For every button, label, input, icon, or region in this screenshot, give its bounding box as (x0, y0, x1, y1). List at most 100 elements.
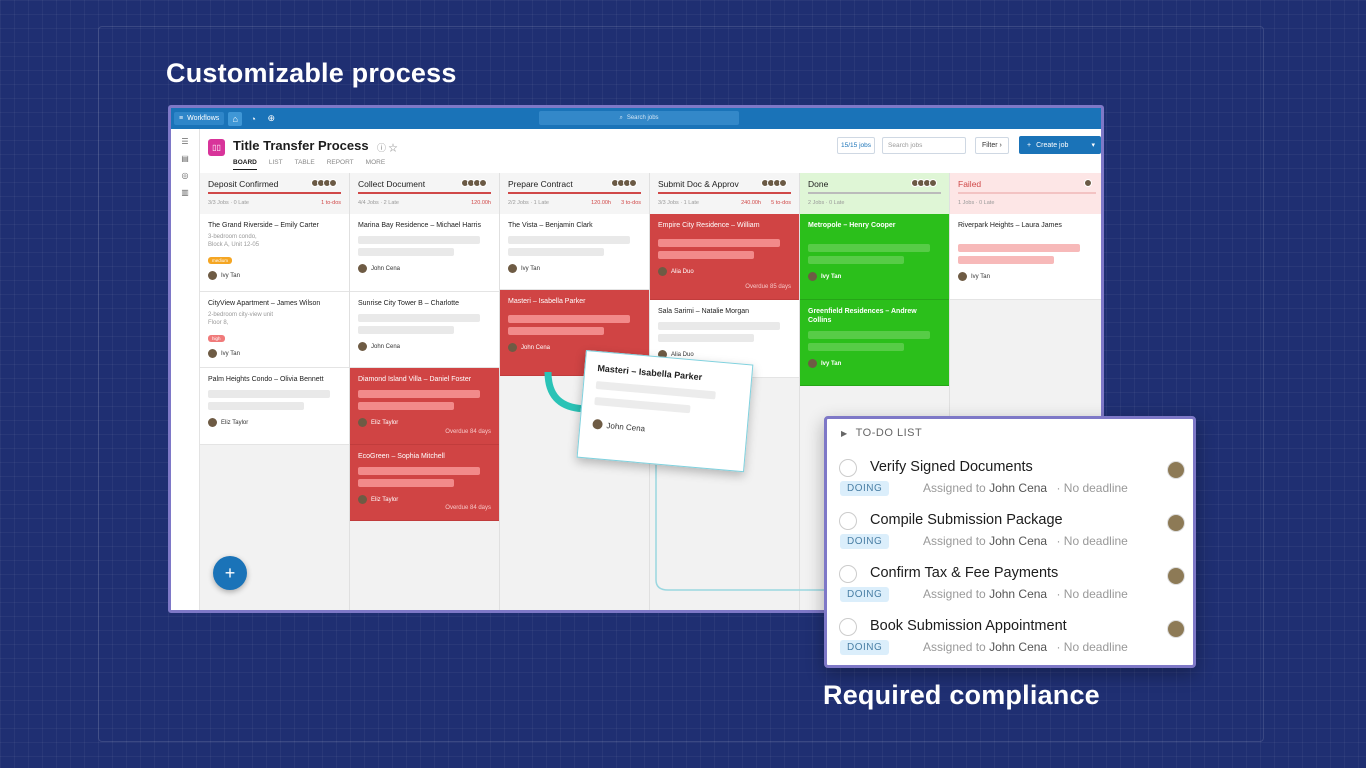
todo-checkbox[interactable] (839, 618, 857, 636)
card-assignee: John Cena (358, 342, 491, 351)
placeholder-line (358, 314, 480, 322)
avatar (958, 272, 967, 281)
todo-item[interactable]: Book Submission Appointment DOING Assign… (837, 614, 1189, 662)
column-header: Collect Document 4/4 Jobs · 2 Late 120.0… (350, 173, 499, 214)
jobs-count[interactable]: 15/15 jobs (837, 137, 875, 154)
placeholder-line (958, 244, 1080, 252)
todo-checkbox[interactable] (839, 565, 857, 583)
card-title: Greenfield Residences – Andrew Collins (808, 308, 917, 324)
status-badge: DOING (840, 587, 890, 602)
column-avatars (461, 179, 487, 187)
create-job-button[interactable]: +Create job▾ (1019, 136, 1101, 154)
avatar (1167, 567, 1185, 585)
tab-more[interactable]: MORE (365, 159, 386, 166)
job-card-done[interactable]: Greenfield Residences – Andrew Collins I… (800, 300, 949, 386)
home-icon[interactable]: ⌂ (228, 111, 243, 126)
placeholder-line (808, 244, 930, 252)
column-progress (658, 192, 791, 194)
column-todos: 5 to-dos (771, 200, 791, 206)
column-todos: 3 to-dos (621, 200, 641, 206)
tab-board[interactable]: BOARD (233, 159, 257, 170)
search-jobs-input[interactable]: Search jobs (882, 137, 966, 154)
column-name: Done (808, 179, 829, 189)
column-meta: 2/2 Jobs · 1 Late (508, 200, 549, 206)
workflows-menu[interactable]: ≡Workflows (174, 112, 225, 125)
add-icon[interactable]: ⊕ (267, 113, 276, 123)
dragged-card[interactable]: Masteri – Isabella Parker John Cena (576, 350, 754, 473)
card-assignee: Ivy Tan (508, 264, 641, 273)
clock-icon[interactable]: ◔ (250, 113, 256, 124)
todo-title: Verify Signed Documents (870, 459, 1033, 475)
avatar (808, 272, 817, 281)
check-icon[interactable]: ◎ (181, 171, 189, 180)
doc-icon[interactable]: ▤ (181, 154, 189, 163)
card-assignee: Alia Duo (658, 267, 791, 276)
placeholder-line (358, 479, 454, 487)
placeholder-line (508, 236, 630, 244)
job-card-failed[interactable]: Riverpark Heights – Laura James Ivy Tan (950, 214, 1101, 300)
column-progress (808, 192, 941, 194)
placeholder-line (658, 322, 780, 330)
chevron-down-icon[interactable]: ▾ (1091, 142, 1095, 149)
column-late-hours: 120.00h (591, 200, 611, 206)
placeholder-line (808, 343, 904, 351)
column-done: Done 2 Jobs · 0 Late Metropole – Henry C… (800, 173, 950, 610)
todo-checkbox[interactable] (839, 459, 857, 477)
avatar (358, 495, 367, 504)
tab-list[interactable]: LIST (268, 159, 283, 166)
placeholder-line (208, 402, 304, 410)
search-icon: ⌕ (619, 114, 623, 121)
list-icon[interactable]: ☰ (181, 137, 189, 146)
card-title: Metropole – Henry Cooper (808, 222, 896, 229)
column-progress (958, 192, 1096, 194)
placeholder-line (358, 402, 454, 410)
view-tabs: BOARD LIST TABLE REPORT MORE (233, 159, 385, 170)
todo-heading[interactable]: ▶TO-DO LIST (841, 427, 923, 439)
avatar (358, 342, 367, 351)
board-icon[interactable]: ▥ (181, 188, 189, 197)
plus-icon: + (1027, 141, 1032, 149)
job-card-overdue[interactable]: Empire City Residence – William Alia Duo… (650, 214, 799, 300)
card-assignee: Ivy Tan (208, 271, 341, 280)
card-title: Empire City Residence – William (658, 222, 760, 229)
column-header: Deposit Confirmed 3/3 Jobs · 0 Late 1 to… (200, 173, 349, 214)
status-badge: DOING (840, 534, 890, 549)
job-card[interactable]: Marina Bay Residence – Michael Harris Jo… (350, 214, 499, 292)
todo-item[interactable]: Confirm Tax & Fee Payments DOING Assigne… (837, 561, 1189, 609)
tab-table[interactable]: TABLE (294, 159, 315, 166)
todo-item[interactable]: Verify Signed Documents DOING Assigned t… (837, 455, 1189, 503)
card-sub: 3-bedroom condo, (208, 234, 257, 240)
avatar (208, 418, 217, 427)
job-card[interactable]: CityView Apartment – James Wilson 2-bedr… (200, 292, 349, 368)
filter-button[interactable]: Filter › (975, 137, 1009, 154)
job-card[interactable]: Sunrise City Tower B – Charlotte John Ce… (350, 292, 499, 368)
job-card-overdue[interactable]: Masteri – Isabella Parker John Cena (500, 290, 649, 376)
add-fab-button[interactable]: + (213, 556, 247, 590)
todo-assigned: Assigned to John Cena · No deadline (923, 640, 1128, 654)
job-card-overdue[interactable]: EcoGreen – Sophia Mitchell Eliz Taylor O… (350, 445, 499, 521)
job-card-done[interactable]: Metropole – Henry Cooper Ivy Tan (800, 214, 949, 300)
column-deposit-confirmed: Deposit Confirmed 3/3 Jobs · 0 Late 1 to… (200, 173, 350, 610)
card-assignee: Alia Duo (658, 350, 791, 359)
column-avatars (1084, 179, 1092, 187)
job-card-overdue[interactable]: Diamond Island Villa – Daniel Foster Eli… (350, 368, 499, 445)
info-star-icons[interactable]: ⓘ ☆ (377, 143, 398, 153)
job-card[interactable]: Palm Heights Condo – Olivia Bennett Eliz… (200, 368, 349, 445)
todo-item[interactable]: Compile Submission Package DOING Assigne… (837, 508, 1189, 556)
column-collect-document: Collect Document 4/4 Jobs · 2 Late 120.0… (350, 173, 500, 610)
placeholder-line (358, 326, 454, 334)
card-title: EcoGreen – Sophia Mitchell (358, 453, 445, 460)
job-card[interactable]: The Vista – Benjamin Clark Ivy Tan (500, 214, 649, 290)
avatar (508, 264, 517, 273)
tab-report[interactable]: REPORT (326, 159, 354, 166)
avatar (658, 267, 667, 276)
column-avatars (911, 179, 937, 187)
headline-bottom: Required compliance (823, 680, 1100, 710)
card-assignee: Eliz Taylor (358, 418, 491, 427)
card-assignee: John Cena (358, 264, 491, 273)
placeholder-line (358, 390, 480, 398)
job-card[interactable]: The Grand Riverside – Emily Carter 3-bed… (200, 214, 349, 292)
avatar (208, 271, 217, 280)
global-search[interactable]: ⌕Search jobs (539, 111, 739, 125)
todo-checkbox[interactable] (839, 512, 857, 530)
